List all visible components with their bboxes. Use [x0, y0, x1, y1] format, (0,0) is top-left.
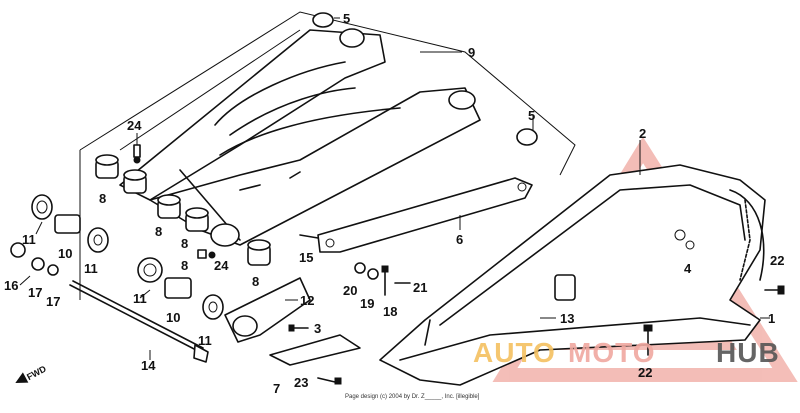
pivot-bolt-14: [69, 280, 209, 363]
callout-19: 19: [360, 296, 374, 311]
leader-lines: [19, 17, 770, 360]
callout-18: 18: [383, 304, 397, 319]
copyright-text: Page design (c) 2004 by Dr. Z_____, Inc.…: [345, 394, 480, 400]
callout-13: 13: [560, 311, 574, 326]
callout-6: 6: [456, 232, 463, 247]
shock-mount-12: [224, 277, 311, 343]
swingarm: [119, 28, 481, 247]
callout-2: 2: [639, 126, 646, 141]
callout-8: 8: [181, 258, 188, 273]
callout-12: 12: [300, 293, 314, 308]
bolts: [288, 324, 342, 385]
bushing-5-right: [516, 128, 538, 146]
callout-8: 8: [181, 236, 188, 251]
watermark-word-auto: AUTO: [473, 337, 556, 368]
svg-text:FWD: FWD: [25, 363, 48, 382]
callout-16: 16: [4, 278, 18, 293]
callout-4: 4: [684, 261, 692, 276]
callout-5: 5: [528, 108, 535, 123]
callout-1: 1: [768, 311, 775, 326]
watermark-word-hub: HUB: [716, 337, 780, 368]
callout-5: 5: [343, 11, 350, 26]
callout-10: 10: [166, 310, 180, 325]
pivot-bearings: [10, 194, 224, 320]
callout-21: 21: [413, 280, 427, 295]
callout-11: 11: [133, 291, 147, 306]
callout-7: 7: [273, 381, 280, 396]
torque-arm-6: [299, 177, 533, 253]
callout-8: 8: [99, 191, 106, 206]
fwd-arrow: FWD: [15, 363, 48, 383]
callout-23: 23: [294, 375, 308, 390]
watermark-logo: AUTO MOTO HUB: [473, 337, 780, 368]
callout-labels: 5 9 5 24 8 8 8 8 8 11 10 11 24 16 17 17 …: [4, 11, 784, 396]
bolts-22: [643, 285, 785, 356]
callout-22: 22: [770, 253, 784, 268]
watermark-word-moto: MOTO: [568, 337, 655, 368]
bracket-7: [269, 334, 361, 366]
callout-3: 3: [314, 321, 321, 336]
callout-8: 8: [252, 274, 259, 289]
callout-11: 11: [84, 261, 98, 276]
callout-24: 24: [127, 118, 142, 133]
chain-case-2: [379, 164, 766, 386]
callout-22: 22: [638, 365, 652, 380]
callout-10: 10: [58, 246, 72, 261]
callout-11: 11: [198, 333, 212, 348]
callout-14: 14: [141, 358, 156, 373]
small-hardware: [354, 262, 411, 296]
bushing-5-top: [312, 12, 334, 28]
callout-9: 9: [468, 45, 475, 60]
bushings-8: [95, 154, 271, 266]
callout-20: 20: [343, 283, 357, 298]
callout-17: 17: [28, 285, 42, 300]
callout-8: 8: [155, 224, 162, 239]
callout-24: 24: [214, 258, 229, 273]
callout-11: 11: [22, 232, 36, 247]
callout-15: 15: [299, 250, 313, 265]
callout-17: 17: [46, 294, 60, 309]
